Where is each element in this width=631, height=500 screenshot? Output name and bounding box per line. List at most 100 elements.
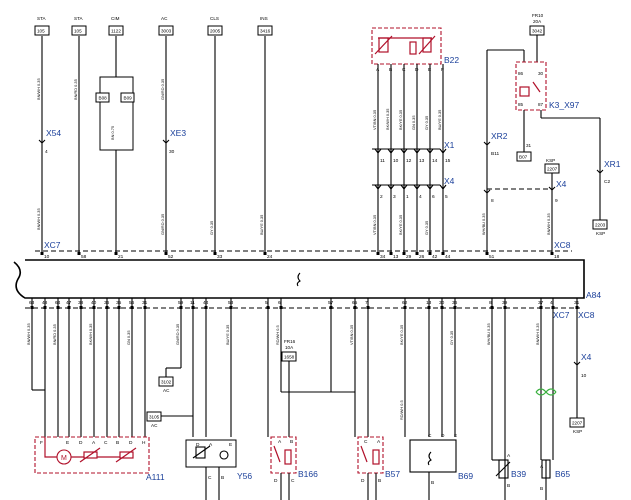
terminal-box <box>108 25 124 36</box>
svg-text:KSP: KSP <box>596 231 605 236</box>
svg-text:F: F <box>40 440 43 446</box>
pin-marker <box>389 252 393 255</box>
svg-text:BN/WH 0.35: BN/WH 0.35 <box>26 323 31 345</box>
svg-text:BN/RD 0.35: BN/RD 0.35 <box>73 79 78 100</box>
pin-marker <box>415 252 419 255</box>
pin-number: 52 <box>168 254 174 260</box>
pin-number: 42 <box>432 254 438 260</box>
svg-text:86: 86 <box>518 71 524 76</box>
svg-text:BK/YE 0.35: BK/YE 0.35 <box>399 325 404 345</box>
lower-harness-line: XC7 XC8 <box>25 307 595 320</box>
svg-text:RD/WH 0.5: RD/WH 0.5 <box>399 400 404 420</box>
fr10-fuse: FR10 20A 3042 <box>529 13 545 62</box>
terminal-label: STA <box>37 16 47 21</box>
pin-number: 4 <box>550 300 553 306</box>
svg-text:A: A <box>209 442 213 448</box>
k3-x97-label: K3_X97 <box>549 100 580 110</box>
pin-marker <box>376 252 380 255</box>
svg-text:AC: AC <box>151 423 158 428</box>
svg-text:3042: 3042 <box>532 29 543 34</box>
svg-text:B: B <box>431 480 434 486</box>
pin-number: 7 <box>365 300 368 306</box>
svg-text:A: A <box>92 440 96 446</box>
b22-sensor-block: B22 <box>371 27 459 65</box>
xc7-bottom-label: XC7 <box>553 310 570 320</box>
terminal-box <box>34 25 50 36</box>
terminal-code: 1122 <box>111 29 121 34</box>
svg-text:BK/WH 0.35: BK/WH 0.35 <box>385 109 390 130</box>
svg-text:2207: 2207 <box>547 167 558 172</box>
svg-text:C: C <box>364 439 368 445</box>
x1-pin-numbers: 11 10 12 13 14 15 <box>380 158 451 164</box>
svg-text:B: B <box>290 439 293 445</box>
ac-feeds: 3102 AC 3105 AC <box>146 367 193 428</box>
svg-text:2207: 2207 <box>572 421 583 426</box>
terminal-label: AC <box>161 16 168 21</box>
svg-text:B07: B07 <box>519 155 528 160</box>
b65-label: B65 <box>555 469 570 479</box>
b166-label: B166 <box>298 469 318 479</box>
svg-text:GY 0.35: GY 0.35 <box>424 221 429 235</box>
svg-text:20A: 20A <box>533 19 542 24</box>
svg-text:WH/BU 0.35: WH/BU 0.35 <box>481 213 486 235</box>
x4-right-connector: KSP 2207 X4 9 <box>487 158 567 253</box>
b69-label: B69 <box>458 471 473 481</box>
svg-text:AC: AC <box>163 388 170 393</box>
pin-number: 21 <box>118 254 124 260</box>
svg-text:C2: C2 <box>604 179 610 185</box>
terminal-code: 2005 <box>210 29 221 34</box>
svg-text:D: D <box>274 478 278 484</box>
y56-component: Y56 <box>185 439 252 500</box>
x4-right-label: X4 <box>556 179 567 189</box>
pin-marker <box>428 252 432 255</box>
svg-text:D: D <box>79 440 83 446</box>
svg-text:30: 30 <box>169 149 175 155</box>
pin-marker <box>213 252 217 255</box>
terminal-label: CIM <box>111 16 120 21</box>
svg-text:2: 2 <box>380 194 383 200</box>
svg-text:KSP: KSP <box>573 429 582 434</box>
svg-text:D: D <box>361 478 365 484</box>
svg-text:30: 30 <box>538 71 544 76</box>
svg-text:GN/RD 0.35: GN/RD 0.35 <box>160 79 165 100</box>
svg-text:C: C <box>402 67 406 73</box>
pin-marker <box>402 252 406 255</box>
svg-text:D: D <box>196 442 200 448</box>
pin-number: 29 <box>406 254 412 260</box>
svg-text:F: F <box>441 67 444 73</box>
pin-number: 24 <box>267 254 273 260</box>
svg-text:A: A <box>507 453 511 459</box>
b09-label: B09 <box>124 96 133 101</box>
terminal-box <box>158 25 174 36</box>
svg-text:6: 6 <box>432 194 435 200</box>
svg-text:FR16: FR16 <box>284 339 296 344</box>
svg-text:D: D <box>129 440 133 446</box>
svg-text:12: 12 <box>406 158 412 164</box>
svg-text:1658: 1658 <box>284 355 295 360</box>
svg-text:14: 14 <box>432 158 438 164</box>
svg-text:VT/BN 0.35: VT/BN 0.35 <box>349 325 354 345</box>
svg-text:1: 1 <box>406 194 409 200</box>
svg-text:KSP: KSP <box>546 158 555 163</box>
b69-component: B69 <box>409 439 473 500</box>
pin-number: 10 <box>44 254 50 260</box>
svg-text:15: 15 <box>445 158 451 164</box>
shield-twist <box>535 388 557 396</box>
xr2-label: XR2 <box>491 131 508 141</box>
xr2-connector: XR2 B11 8 <box>483 50 508 253</box>
svg-text:85: 85 <box>518 102 524 107</box>
svg-text:GY 0.35: GY 0.35 <box>424 116 429 130</box>
b22-wires <box>377 64 444 253</box>
svg-text:A: A <box>540 464 544 470</box>
x1-connector-row: X1 <box>372 140 455 154</box>
x4-pin-numbers: 2 3 1 4 6 5 <box>380 194 448 200</box>
svg-text:H: H <box>142 440 146 446</box>
pin-marker <box>441 252 445 255</box>
pin-number: 5 <box>265 300 268 306</box>
upper-harness-line: XC7 XC8 <box>35 240 572 252</box>
pin-number: 13 <box>393 254 399 260</box>
svg-text:E: E <box>454 433 457 439</box>
